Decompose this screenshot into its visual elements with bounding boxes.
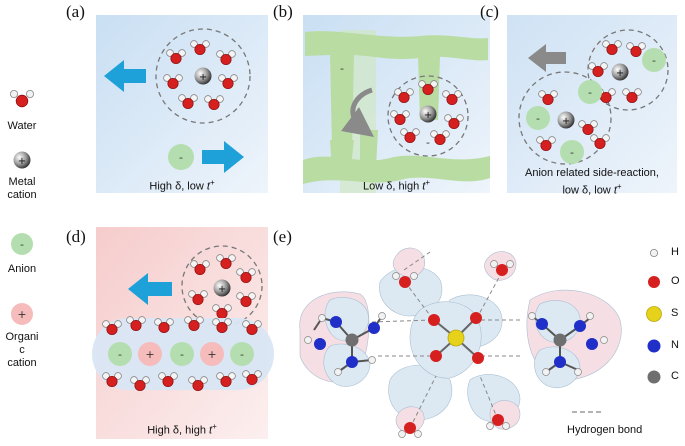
panel-c-caption: Anion related side-reaction, low δ, low … xyxy=(525,167,659,197)
svg-text:-: - xyxy=(536,112,540,125)
metal-cation-legend-icon: + xyxy=(13,151,31,169)
oxygen-legend-label: O xyxy=(671,275,680,287)
svg-text:-: - xyxy=(179,151,183,164)
panel-b-label: (b) xyxy=(273,2,293,21)
nitrogen-legend-icon xyxy=(647,339,661,353)
arrow-left-blue-d-icon xyxy=(128,273,172,305)
left-legend-graphics: + - + xyxy=(9,90,34,325)
panel-a-label: (a) xyxy=(66,2,85,21)
nitrogen-legend-label: N xyxy=(671,339,679,351)
svg-text:-: - xyxy=(426,136,430,149)
hydrogen-legend-icon xyxy=(650,248,659,257)
svg-text:+: + xyxy=(18,156,26,167)
anion-legend-label: Anion xyxy=(7,263,37,275)
svg-text:-: - xyxy=(652,54,656,67)
organic-cation-legend-icon: + xyxy=(11,303,33,325)
svg-text:+: + xyxy=(207,348,216,361)
svg-text:-: - xyxy=(570,146,574,159)
arrow-left-gray-icon xyxy=(528,44,566,72)
sulfur-legend-label: S xyxy=(671,307,679,319)
svg-text:-: - xyxy=(340,62,344,75)
panel-c: - - - - xyxy=(507,15,677,193)
panel-d: - + - + - xyxy=(92,227,274,439)
sulfur-legend-icon xyxy=(646,306,662,322)
svg-text:-: - xyxy=(20,238,24,251)
metal-cation-legend-label: Metal cation xyxy=(7,176,37,201)
svg-text:-: - xyxy=(180,348,184,361)
atom-legend xyxy=(572,248,662,413)
carbon-legend-icon xyxy=(647,370,661,384)
hydrogen-bond-legend-label: Hydrogen bond xyxy=(567,424,643,436)
svg-text:-: - xyxy=(118,348,122,361)
panel-d-label: (d) xyxy=(66,227,86,246)
carbon-legend-label: C xyxy=(671,370,679,382)
panel-e xyxy=(299,247,622,438)
svg-text:+: + xyxy=(145,348,154,361)
panel-e-label: (e) xyxy=(273,227,292,246)
oxygen-legend-icon xyxy=(648,276,660,288)
water-legend-icon xyxy=(9,90,34,108)
panel-b: - - xyxy=(303,15,490,193)
anion-legend-icon: - xyxy=(11,233,33,255)
panel-c-label: (c) xyxy=(480,2,499,21)
svg-text:-: - xyxy=(588,86,592,99)
panel-a-caption: High δ, low t+ xyxy=(149,178,215,193)
panel-a: - xyxy=(96,15,268,193)
arrow-left-blue-icon xyxy=(104,60,146,92)
panel-d-caption: High δ, high t+ xyxy=(147,422,217,437)
curved-arrow-icon xyxy=(340,87,374,138)
water-legend-label: Water xyxy=(7,120,37,132)
panel-b-caption: Low δ, high t+ xyxy=(362,178,431,193)
hydrogen-legend-label: H xyxy=(671,246,679,258)
svg-text:-: - xyxy=(240,348,244,361)
anion-icon xyxy=(168,144,194,170)
organic-cation-legend-label: Organi c cation xyxy=(5,331,39,369)
arrow-right-blue-icon xyxy=(202,141,244,173)
svg-text:+: + xyxy=(17,308,26,321)
